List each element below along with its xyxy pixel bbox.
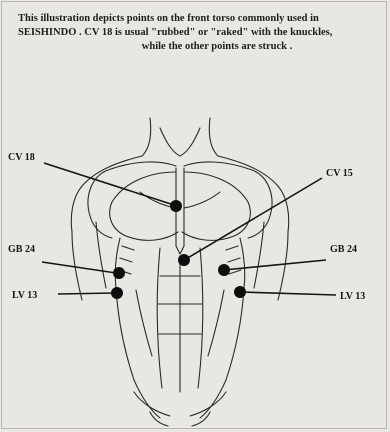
dot-gb24-right: [218, 264, 230, 276]
leader-lines: [42, 163, 336, 295]
label-cv15: CV 15: [326, 168, 353, 179]
arm-right-outer: [278, 232, 288, 300]
dot-lv13-right: [234, 286, 246, 298]
flank-right: [200, 288, 244, 418]
flank-left: [116, 288, 160, 418]
rectus-right-edge: [198, 248, 203, 388]
arm-right-inner: [254, 222, 264, 288]
dot-lv13-left: [111, 287, 123, 299]
arm-left-inner: [96, 222, 106, 288]
rectus-left-edge: [157, 248, 162, 388]
pec-fiber-right: [184, 192, 220, 208]
shoulder-right: [218, 156, 289, 232]
deltoid-left: [88, 170, 112, 238]
label-lv13-left: LV 13: [12, 290, 37, 301]
oblique-right: [208, 290, 224, 356]
label-gb24-right: GB 24: [330, 244, 357, 255]
sternocleido: [160, 128, 200, 156]
deltoid-right: [248, 170, 272, 238]
leader-cv15: [186, 178, 322, 259]
label-gb24-left: GB 24: [8, 244, 35, 255]
oblique-left: [136, 290, 152, 356]
pelvis-left: [134, 392, 170, 416]
xiphoid: [176, 246, 184, 254]
label-lv13-right: LV 13: [340, 291, 365, 302]
neck-left: [142, 118, 151, 156]
leader-gb24-right: [224, 260, 326, 270]
serratus-right: [240, 238, 245, 288]
dot-gb24-left: [113, 267, 125, 279]
leader-gb24-left: [42, 262, 116, 273]
pelvis-right: [190, 392, 226, 416]
leader-lv13-right: [240, 292, 336, 295]
serratus-left: [115, 238, 120, 288]
hip-bones: [150, 412, 210, 426]
dot-cv18: [170, 200, 182, 212]
leader-lv13-left: [58, 293, 116, 294]
label-cv18: CV 18: [8, 152, 35, 163]
neck-right: [209, 118, 218, 156]
dot-cv15: [178, 254, 190, 266]
shoulder-left: [71, 156, 142, 232]
